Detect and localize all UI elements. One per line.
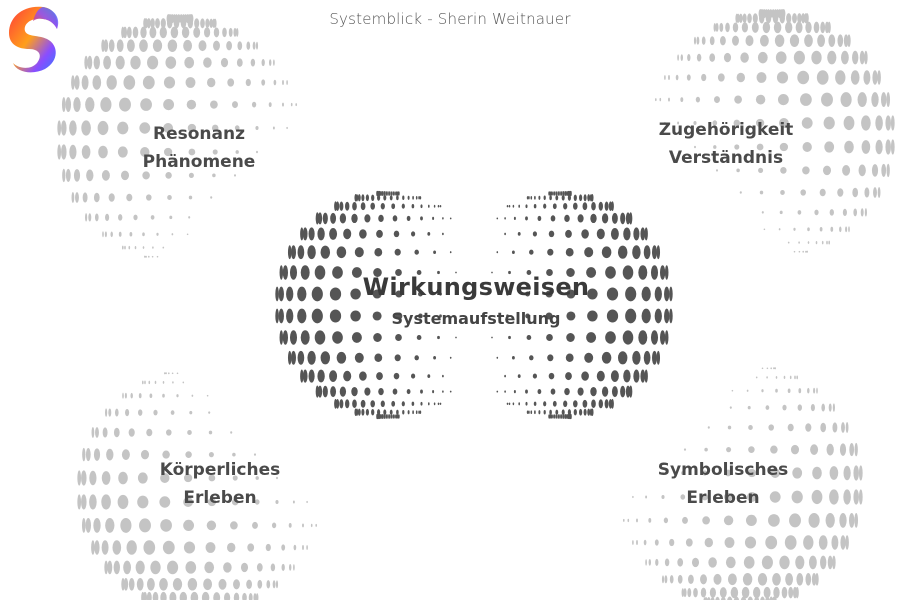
node-label-line1: Resonanz — [153, 124, 245, 144]
node-label-line2: Erleben — [183, 488, 257, 508]
node-label-line2: Phänomene — [142, 152, 256, 172]
sphere-top-left — [57, 14, 298, 258]
node-label-line1: Symbolisches — [657, 460, 789, 480]
node-resonanz: Resonanz Phänomene — [99, 120, 299, 176]
center-node: Wirkungsweisen Systemaufstellung — [326, 270, 626, 334]
sphere-bottom-left — [77, 372, 318, 600]
center-title: Wirkungsweisen — [362, 273, 590, 301]
sphere-center-right — [491, 190, 673, 420]
sphere-top-right — [655, 9, 895, 253]
node-label-line2: Verständnis — [668, 148, 784, 168]
s-logo-icon — [9, 6, 59, 73]
node-symbolisches: Symbolisches Erleben — [623, 456, 823, 512]
node-label-line1: Körperliches — [159, 460, 281, 480]
sphere-bottom-right — [623, 367, 863, 600]
center-subtitle: Systemaufstellung — [391, 309, 561, 328]
node-koerperliches: Körperliches Erleben — [120, 456, 320, 512]
sphere-center-left — [275, 190, 457, 420]
node-label-line2: Erleben — [686, 488, 760, 508]
node-label-line1: Zugehörigkeit — [658, 120, 794, 140]
node-zugehoerigkeit: Zugehörigkeit Verständnis — [626, 116, 826, 172]
page-title: Systemblick - Sherin Weitnauer — [329, 10, 571, 28]
